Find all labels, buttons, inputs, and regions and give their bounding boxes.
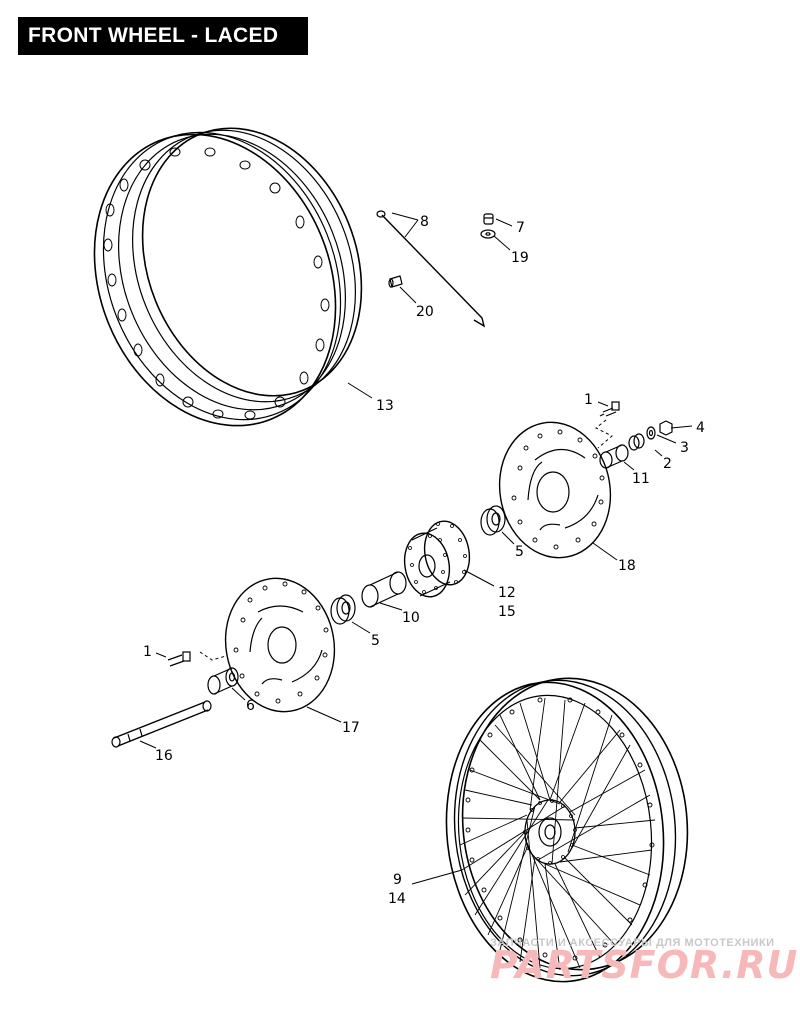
- callout-6: 6: [246, 698, 255, 714]
- brake-rotor-screw-left: [167, 651, 227, 667]
- callout-8: 8: [420, 214, 429, 230]
- callout-5-right: 5: [515, 544, 524, 560]
- spacer-11-part: [599, 444, 629, 469]
- title-banner: FRONT WHEEL - LACED: [18, 17, 308, 55]
- axle-spacer-tube: [361, 571, 407, 608]
- callout-4: 4: [696, 420, 705, 436]
- watermark-tagline: ЗАПЧАСТИ И АКСЕССУАРЫ ДЛЯ МОТОТЕХНИКИ: [490, 937, 775, 949]
- callout-19: 19: [511, 250, 529, 266]
- wheel-bearing-left: [330, 594, 356, 625]
- callout-12: 12: [498, 585, 516, 601]
- valve-cap-part: [483, 213, 494, 225]
- callout-2: 2: [663, 456, 672, 472]
- callout-11: 11: [632, 471, 650, 487]
- diagram-title: FRONT WHEEL - LACED: [28, 24, 279, 47]
- callout-16: 16: [155, 748, 173, 764]
- brake-rotor-screw-right: [599, 401, 620, 417]
- callout-14: 14: [388, 891, 406, 907]
- axle-nut-part: [659, 420, 673, 436]
- callout-7: 7: [516, 220, 525, 236]
- washer-3-part: [646, 426, 656, 440]
- watermark-brand: PARTSFOR.RU: [490, 943, 798, 987]
- callout-17: 17: [342, 720, 360, 736]
- callout-1-left: 1: [143, 644, 152, 660]
- complete-laced-wheel: [445, 677, 689, 983]
- callout-15: 15: [498, 604, 516, 620]
- wheel-hub-part: [403, 520, 471, 598]
- spacer-2-part: [628, 433, 645, 451]
- spoke-nipple-part: [388, 275, 403, 288]
- wheel-bearing-right: [480, 505, 506, 536]
- valve-washer-part: [480, 229, 496, 239]
- callout-10: 10: [402, 610, 420, 626]
- callout-20: 20: [416, 304, 434, 320]
- spacer-6-part: [207, 667, 239, 695]
- rim-part: [93, 127, 363, 427]
- callout-5-left: 5: [371, 633, 380, 649]
- callout-1-right: 1: [584, 392, 593, 408]
- callout-18: 18: [618, 558, 636, 574]
- callout-9: 9: [393, 872, 402, 888]
- front-axle-part: [111, 700, 212, 748]
- spoke-part: [376, 210, 486, 328]
- brake-rotor-left: [224, 577, 336, 713]
- callout-13: 13: [376, 398, 394, 414]
- brake-rotor-right: [498, 421, 612, 559]
- callout-3: 3: [680, 440, 689, 456]
